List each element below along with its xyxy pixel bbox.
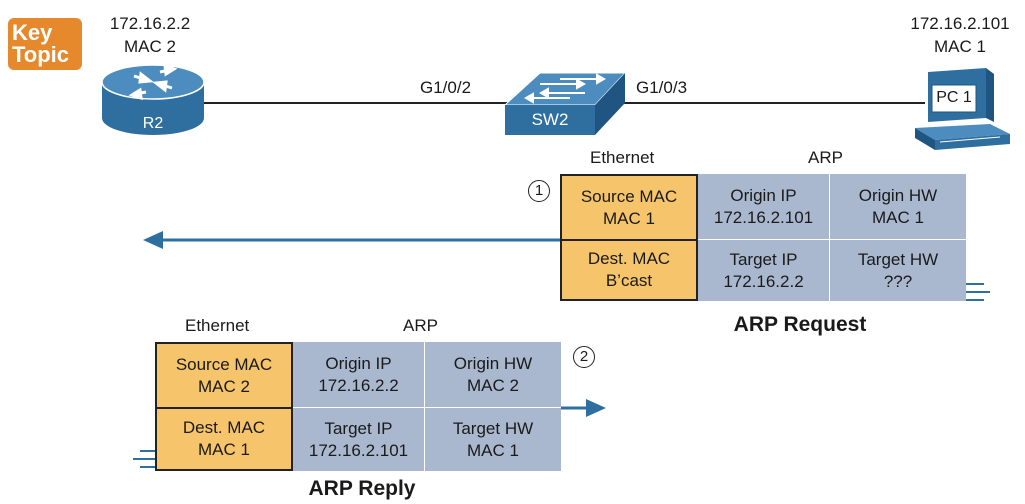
request-target-ip-title: Target IP [729,249,798,269]
reply-header-ethernet: Ethernet [185,316,250,335]
reply-origin-hw-title: Origin HW [453,353,533,373]
reply-title: ARP Reply [308,477,416,500]
request-origin-ip-title: Origin IP [730,185,797,205]
key-topic-line2: Topic [12,42,70,67]
switch-icon [503,72,627,135]
router-ip: 172.16.2.2 [109,14,191,33]
request-target-hw-title: Target HW [857,249,939,269]
reply-target-hw-value: MAC 1 [467,440,519,460]
reply-source-mac-title: Source MAC [175,354,273,374]
request-header-arp: ARP [808,148,843,167]
reply-origin-ip-value: 172.16.2.2 [318,375,399,395]
reply-target-ip-value: 172.16.2.101 [308,440,409,460]
port-right-label: G1/0/3 [636,78,688,97]
pc-icon [915,68,1010,150]
request-target-hw: Target HW ??? [830,240,966,301]
request-target-ip: Target IP 172.16.2.2 [698,240,830,301]
reply-source-mac-value: MAC 2 [198,376,250,396]
request-origin-hw-value: MAC 1 [872,207,924,227]
router-icon [101,63,205,135]
reply-target-hw: Target HW MAC 1 [425,408,561,471]
reply-origin-ip: Origin IP 172.16.2.2 [293,342,425,408]
request-arrow [143,231,560,249]
request-origin-hw: Origin HW MAC 1 [830,174,966,240]
reply-dest-mac: Dest. MAC MAC 1 [155,408,293,471]
pc-ip: 172.16.2.101 [910,14,1010,33]
reply-dest-mac-title: Dest. MAC [182,418,266,437]
pc-label: PC 1 [936,89,972,106]
reply-arrow [560,399,606,417]
request-dest-mac-title: Dest. MAC [587,249,671,268]
request-origin-hw-title: Origin HW [858,185,938,205]
key-topic-line1: Key [12,20,53,45]
pc-mac: MAC 1 [934,37,986,56]
reply-source-mac: Source MAC MAC 2 [155,342,293,408]
reply-target-hw-title: Target HW [452,418,534,438]
request-target-ip-value: 172.16.2.2 [723,271,804,291]
request-source-mac-title: Source MAC [580,186,678,206]
request-source-mac-value: MAC 1 [603,208,655,228]
reply-motion-lines [133,450,156,468]
reply-origin-hw: Origin HW MAC 2 [425,342,561,408]
reply-header-arp: ARP [403,316,438,335]
port-left-label: G1/0/2 [420,78,472,97]
request-source-mac: Source MAC MAC 1 [560,174,698,240]
request-target-hw-value: ??? [883,271,913,291]
request-title: ARP Request [733,313,867,336]
request-dest-mac: Dest. MAC B’cast [560,240,698,301]
switch-label: SW2 [531,110,569,129]
request-origin-ip-value: 172.16.2.101 [713,207,814,227]
request-step-marker: 1 [528,180,550,202]
request-motion-lines [966,283,990,301]
router-mac: MAC 2 [124,37,176,56]
request-origin-ip: Origin IP 172.16.2.101 [698,174,830,240]
key-topic-badge: Key Topic [8,18,82,70]
reply-dest-mac-value: MAC 1 [198,440,250,459]
request-header-ethernet: Ethernet [590,148,655,167]
reply-step-marker: 2 [573,346,595,368]
reply-origin-hw-value: MAC 2 [467,375,519,395]
reply-target-ip-title: Target IP [324,418,393,438]
request-dest-mac-value: B’cast [605,271,653,290]
reply-origin-ip-title: Origin IP [325,353,392,373]
router-label: R2 [142,115,164,132]
reply-target-ip: Target IP 172.16.2.101 [293,408,425,471]
